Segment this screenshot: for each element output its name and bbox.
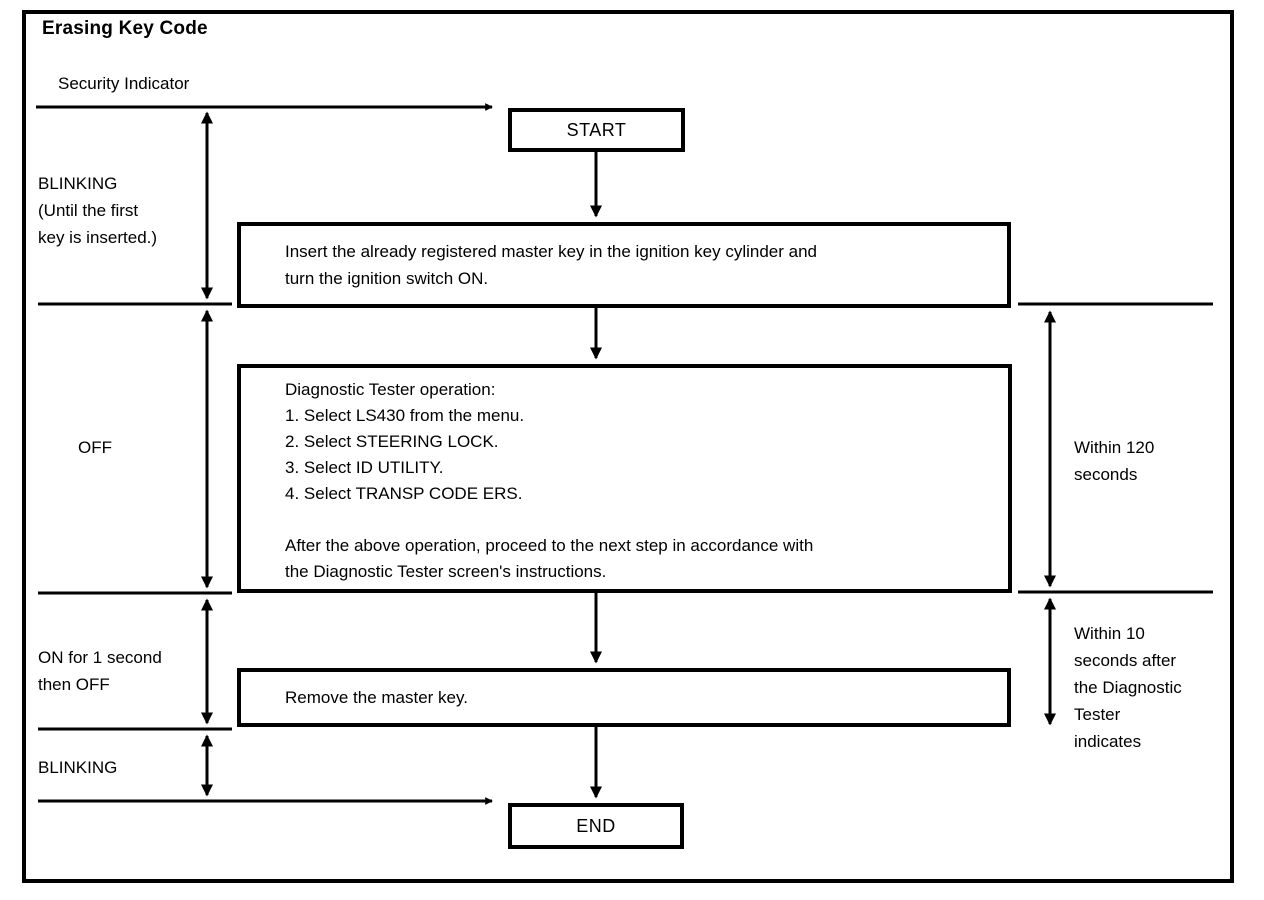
step1-node: Insert the already registered master key… [237, 222, 1011, 308]
outer-frame [22, 10, 1234, 883]
step2-node: Diagnostic Tester operation: 1. Select L… [237, 364, 1012, 593]
end-node: END [508, 803, 684, 849]
step3-node: Remove the master key. [237, 668, 1011, 727]
start-node: START [508, 108, 685, 152]
state-label-off: OFF [78, 438, 112, 457]
page-title: Erasing Key Code [42, 18, 208, 39]
state-label-blinking-until-first-key: BLINKING (Until the first key is inserte… [38, 174, 158, 247]
security-indicator-label: Security Indicator [58, 74, 190, 93]
state-label-on-1-second: ON for 1 second then OFF [38, 648, 162, 694]
timing-label-10-seconds: Within 10 seconds after the Diagnostic T… [1074, 624, 1182, 751]
timing-label-120-seconds: Within 120 seconds [1074, 438, 1155, 484]
state-label-blinking: BLINKING [38, 758, 118, 777]
